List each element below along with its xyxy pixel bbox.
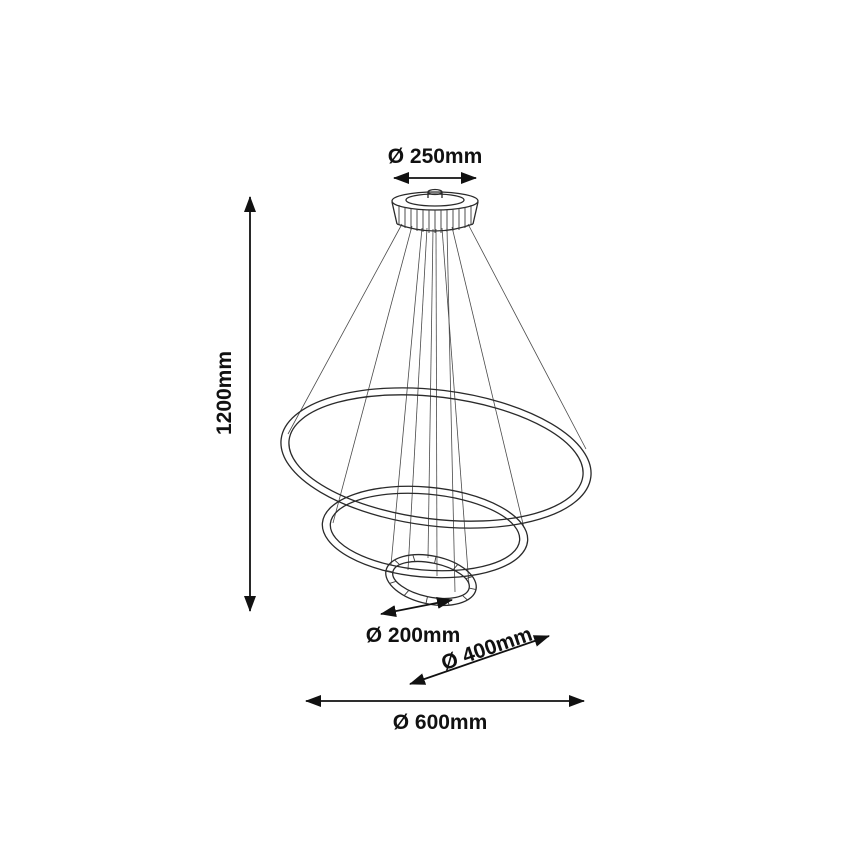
ring-small xyxy=(385,554,477,606)
label-small-ring-diameter: Ø 200mm xyxy=(366,624,461,647)
arrow-middle-ring xyxy=(409,635,550,685)
ring-large xyxy=(280,387,592,529)
label-drop-height: 1200mm xyxy=(213,351,236,435)
label-large-ring-diameter: Ø 600mm xyxy=(393,711,488,734)
canopy-hatching xyxy=(398,205,472,233)
ring-medium xyxy=(321,485,529,579)
dimension-canopy: Ø 250mm xyxy=(388,145,483,184)
arrow-small-ring xyxy=(380,597,453,617)
label-canopy-diameter: Ø 250mm xyxy=(388,145,483,168)
small-ring-hatching xyxy=(385,554,477,606)
suspension-wires xyxy=(287,223,587,593)
dimension-large-ring: Ø 600mm xyxy=(305,695,585,734)
canopy xyxy=(391,188,479,233)
dimension-height: 1200mm xyxy=(213,196,256,612)
dimension-small-ring: Ø 200mm xyxy=(366,597,461,647)
